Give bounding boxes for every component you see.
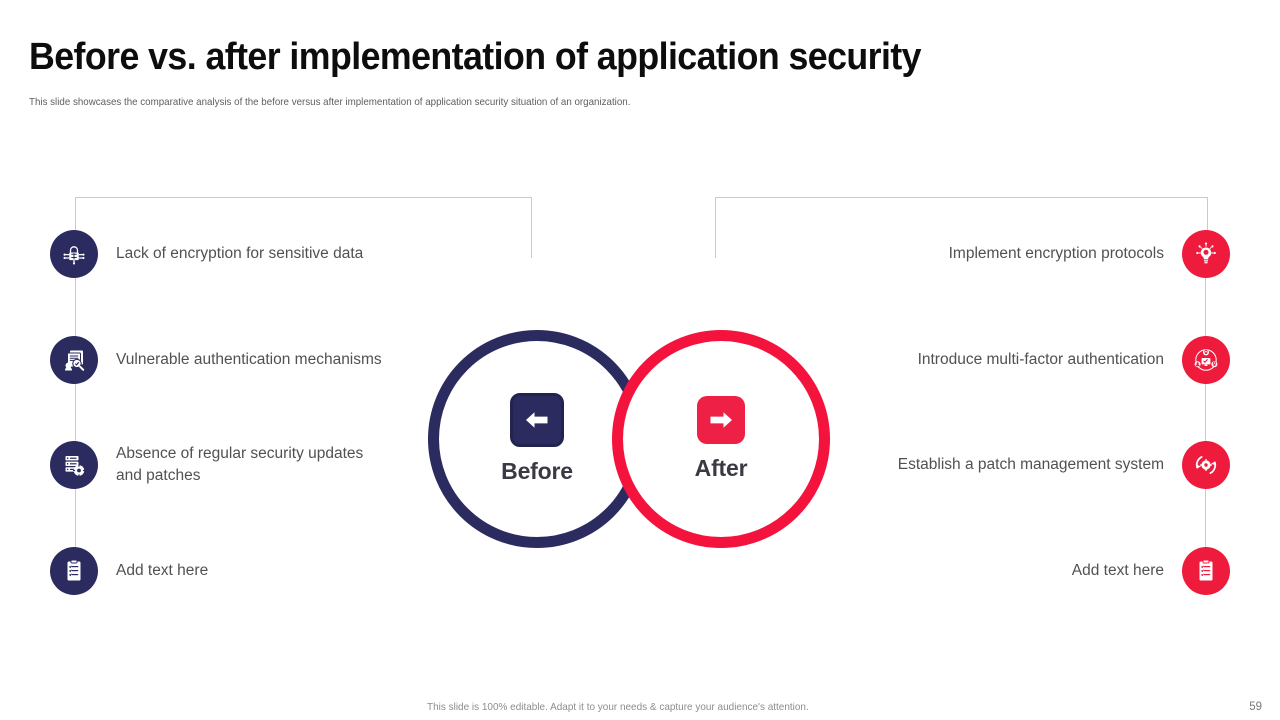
page-subtitle: This slide showcases the comparative ana…: [29, 96, 631, 108]
after-circle-label: After: [694, 455, 748, 481]
rail-right: [1205, 255, 1206, 571]
before-item-3[interactable]: Absence of regular security updates and …: [50, 441, 363, 489]
after-item-2-label: Introduce multi-factor authentication: [917, 350, 1164, 368]
before-item-1[interactable]: Lack of encryption for sensitive data: [50, 230, 363, 278]
lock-network-icon: [50, 230, 98, 278]
before-item-2-label: Vulnerable authentication mechanisms: [116, 350, 382, 368]
page-title: Before vs. after implementation of appli…: [29, 36, 922, 78]
after-circle[interactable]: After: [612, 330, 830, 548]
gear-refresh-icon: [1182, 441, 1230, 489]
arrow-left-icon: [510, 393, 564, 447]
after-item-2[interactable]: Introduce multi-factor authentication: [918, 336, 1230, 384]
before-item-4[interactable]: Add text here: [50, 547, 208, 595]
multi-factor-auth-icon: [1182, 336, 1230, 384]
bracket-right: [715, 197, 1208, 258]
bracket-left: [75, 197, 532, 258]
rail-left: [75, 255, 76, 571]
before-circle-label: Before: [501, 458, 573, 484]
server-gear-icon: [50, 441, 98, 489]
before-item-1-label: Lack of encryption for sensitive data: [116, 244, 364, 262]
clipboard-icon: [50, 547, 98, 595]
footer-note: This slide is 100% editable. Adapt it to…: [427, 701, 809, 713]
document-audit-icon: [50, 336, 98, 384]
after-item-3-label: Establish a patch management system: [897, 455, 1164, 473]
after-item-4-label: Add text here: [1071, 561, 1164, 579]
before-item-2[interactable]: Vulnerable authentication mechanisms: [50, 336, 382, 384]
after-item-4[interactable]: Add text here: [1072, 547, 1230, 595]
after-item-1[interactable]: Implement encryption protocols: [949, 230, 1230, 278]
before-item-3-label: Absence of regular security updates and …: [116, 444, 364, 484]
arrow-right-icon: [697, 396, 745, 444]
after-item-3[interactable]: Establish a patch management system: [898, 441, 1230, 489]
clipboard-icon: [1182, 547, 1230, 595]
lightbulb-gear-icon: [1182, 230, 1230, 278]
after-item-1-label: Implement encryption protocols: [948, 244, 1164, 262]
page-number: 59: [1249, 701, 1262, 713]
before-item-4-label: Add text here: [116, 561, 209, 579]
